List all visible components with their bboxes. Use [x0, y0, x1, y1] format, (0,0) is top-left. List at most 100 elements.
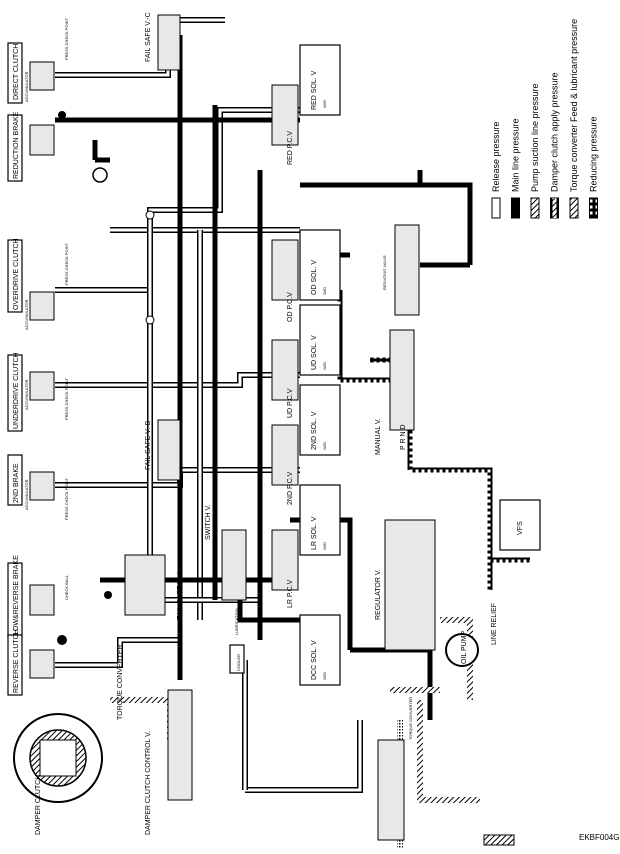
reverse-clutch-box — [7, 634, 23, 696]
legend-swatch-torque — [569, 197, 579, 219]
lubrication-label: LUBRICATION — [234, 608, 239, 635]
lr-sol-wo: W/O — [322, 542, 327, 550]
line-relief-label: LINE RELIEF — [491, 603, 498, 645]
overdrive-clutch-box — [7, 239, 23, 313]
switch-valve-label: SWITCH V. — [205, 504, 212, 540]
second-sol-label: 2ND SOL. V — [311, 411, 318, 450]
check-ball-top — [92, 167, 108, 183]
check-balls — [57, 111, 155, 645]
torque-converter-hub — [39, 739, 77, 777]
underdrive-clutch-label: UNDERDRIVE CLUTCH — [13, 352, 20, 429]
legend-label-damper: Damper clutch apply pressure — [550, 72, 560, 192]
low-reverse-brake-label: LOW&REVERSE BRAKE — [13, 555, 20, 635]
fail-safe-a-label: FAIL SAFE V.-A — [177, 570, 184, 620]
press-check-4: PRESS CHECK POINT — [64, 477, 69, 520]
oil-cooler-body — [229, 644, 245, 674]
main-lines — [55, 35, 473, 720]
lr-sol-block — [299, 484, 341, 556]
dcc-sol-label: DCC SOL. V — [311, 640, 318, 680]
accumulator-label-4: ACCUMULATOR — [24, 479, 29, 510]
direct-clutch-label: DIRECT CLUTCH — [13, 44, 20, 100]
oil-pump-label: OIL PUMP — [461, 630, 468, 664]
reducing-valve: REDUCING VALVE — [382, 224, 420, 316]
manual-valve-label: MANUAL V. — [375, 418, 382, 455]
fail-safe-c-label: FAIL SAFE V.-C — [145, 12, 152, 62]
reverse-clutch-piston — [29, 649, 55, 679]
fail-safe-valves: FAIL SAFE V.-C FAIL SAFE V.-B FAIL SAFE … — [124, 12, 247, 620]
oil-cooler-label: COOLER — [236, 654, 241, 671]
check-ball-lr — [104, 591, 112, 599]
od-sol-wo: W/O — [322, 287, 327, 295]
damper-clutch-label: DAMPER CLUTCH — [35, 775, 42, 835]
torque-converter-label: TORQUE CONVERTER — [117, 644, 124, 720]
check-ball-label: CHECK BALL — [64, 574, 69, 600]
check-ball-od2 — [145, 210, 155, 220]
figure-code: EKBF004G — [579, 833, 619, 842]
second-brake-box — [7, 454, 23, 506]
solenoid-column: RED SOL. V W/O OD SOL. V W/O UD SOL. V W… — [299, 44, 341, 686]
check-ball-red — [58, 111, 66, 119]
legend-swatch-release — [491, 197, 501, 219]
lr-sol-label: LR SOL. V — [311, 516, 318, 550]
vfs-block: VFS — [499, 499, 541, 551]
legend-label-reducing: Reducing pressure — [589, 116, 599, 192]
od-sol-block — [299, 229, 341, 301]
od-sol-label: OD SOL. V — [311, 260, 318, 295]
second-sol-block — [299, 384, 341, 456]
legend-label-main: Main line pressure — [511, 118, 521, 192]
direct-clutch-piston — [29, 61, 55, 91]
legend-swatch-main — [511, 197, 520, 219]
torque-converter-valve-spool — [377, 739, 405, 841]
od-pcv-label: OD P.C.V — [287, 292, 294, 322]
second-sol-wo: W/O — [322, 442, 327, 450]
regulator-valve: REGULATOR V. — [375, 519, 436, 651]
overdrive-clutch-piston — [29, 291, 55, 321]
overdrive-clutch-label: OVERDRIVE CLUTCH — [13, 238, 20, 310]
accumulator-label-1: ACCUMULATOR — [24, 71, 29, 102]
reverse-clutch-label: REVERSE CLUTCH — [13, 629, 20, 693]
regulator-valve-label: REGULATOR V. — [375, 569, 382, 620]
legend-swatch-reducing — [589, 197, 598, 219]
switch-valve-spool — [221, 529, 247, 601]
second-brake-piston — [29, 471, 55, 501]
fail-safe-b-spool — [157, 419, 181, 481]
red-sol-block — [299, 44, 341, 116]
red-pcv-spool — [271, 84, 299, 146]
legend-label-torque: Torque converter Feed & lubricant pressu… — [569, 19, 579, 192]
legend-swatch-suction — [530, 197, 540, 219]
dcc-sol-wo: W/O — [322, 672, 327, 680]
check-ball-rev — [57, 635, 67, 645]
fail-safe-c-spool — [157, 14, 181, 71]
reduction-brake-label: REDUCTION BRAKE — [13, 111, 20, 179]
damper-clutch-control-label: DAMPER CLUTCH CONTROL V. — [145, 731, 152, 835]
release-lines — [55, 17, 363, 793]
low-reverse-brake-piston — [29, 584, 55, 616]
oil-pump: OIL PUMP LINE RELIEF — [445, 603, 498, 667]
dcc-sol-block — [299, 614, 341, 686]
torque-converter: TORQUE CONVERTER DAMPER CLUTCH — [13, 644, 124, 835]
reduction-brake-piston — [29, 124, 55, 156]
ud-pcv-label: UD P.C.V — [287, 388, 294, 418]
red-sol-wo: W/O — [322, 100, 327, 108]
manual-valve-spool — [389, 329, 415, 431]
lr-pcv-label: LR P.C.V — [287, 579, 294, 608]
ud-sol-wo: W/O — [322, 362, 327, 370]
torque-converter-valve: TORQUE CONVERTER — [377, 697, 413, 841]
ud-pcv-spool — [271, 339, 299, 401]
lr-pcv-spool — [271, 529, 299, 591]
fail-safe-b-label: FAIL SAFE V.-B — [145, 420, 152, 470]
oil-pump-circle — [445, 633, 479, 667]
oil-cooler: COOLER LUBRICATION — [229, 608, 245, 674]
damper-clutch-control: DAMPER CLUTCH CONTROL V. — [145, 689, 193, 835]
damper-clutch-control-spool — [167, 689, 193, 801]
oil-strainer-body — [483, 834, 515, 846]
press-check-2: PRESS CHECK POINT — [64, 242, 69, 285]
pcv-spools: RED P.C.V OD P.C.V UD P.C.V 2ND P.C.V LR… — [271, 84, 299, 608]
shift-positions: P R N D — [400, 424, 407, 450]
press-check-1: PRESS CHECK POINT — [64, 17, 69, 60]
clutch-column: DIRECT CLUTCH REDUCTION BRAKE OVERDRIVE … — [7, 42, 23, 696]
reduction-brake-box — [7, 114, 23, 182]
